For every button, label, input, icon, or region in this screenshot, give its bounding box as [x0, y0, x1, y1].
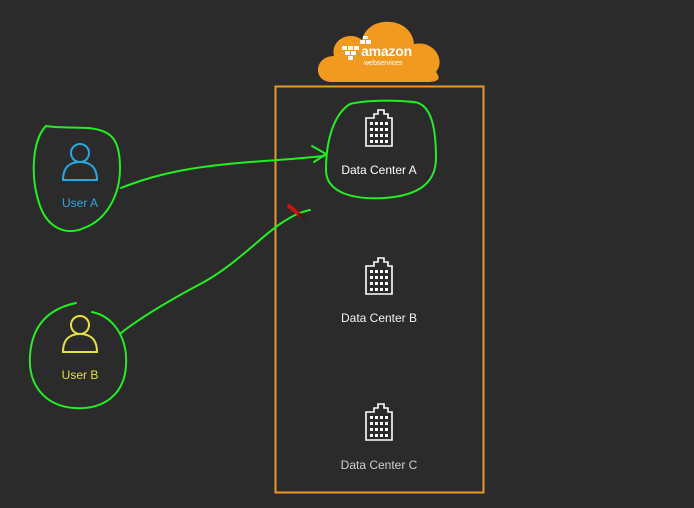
building-icon: [365, 109, 393, 147]
aws-cloud-shape: [317, 21, 440, 82]
aws-logo: [317, 21, 440, 82]
datacenter-a-circle: [325, 99, 437, 200]
building-icon: [365, 403, 393, 441]
building-icon: [365, 257, 393, 295]
pen-cursor-icon: [287, 204, 306, 220]
datacenter-c-label: Data Center C: [340, 458, 418, 472]
user-b-connection-path: [120, 209, 311, 334]
user-a-circle: [32, 125, 121, 233]
user-a-label: User A: [61, 196, 99, 210]
user-icon: [61, 315, 99, 353]
annotation-scribbles: [28, 99, 437, 410]
user-b-label: User B: [61, 368, 99, 382]
aws-logo-sub-text: webservices: [364, 60, 403, 67]
user-icon: [61, 143, 99, 181]
user-b-circle: [28, 302, 128, 410]
aws-region-box: [274, 85, 485, 494]
aws-logo-brand-text: amazon: [361, 43, 412, 59]
user-a-arrowhead: [311, 145, 327, 163]
aws-cubes-icon: [342, 36, 371, 60]
datacenter-a-label: Data Center A: [341, 163, 417, 177]
datacenter-b-label: Data Center B: [340, 311, 418, 325]
user-a-connection-arrow: [120, 155, 325, 189]
